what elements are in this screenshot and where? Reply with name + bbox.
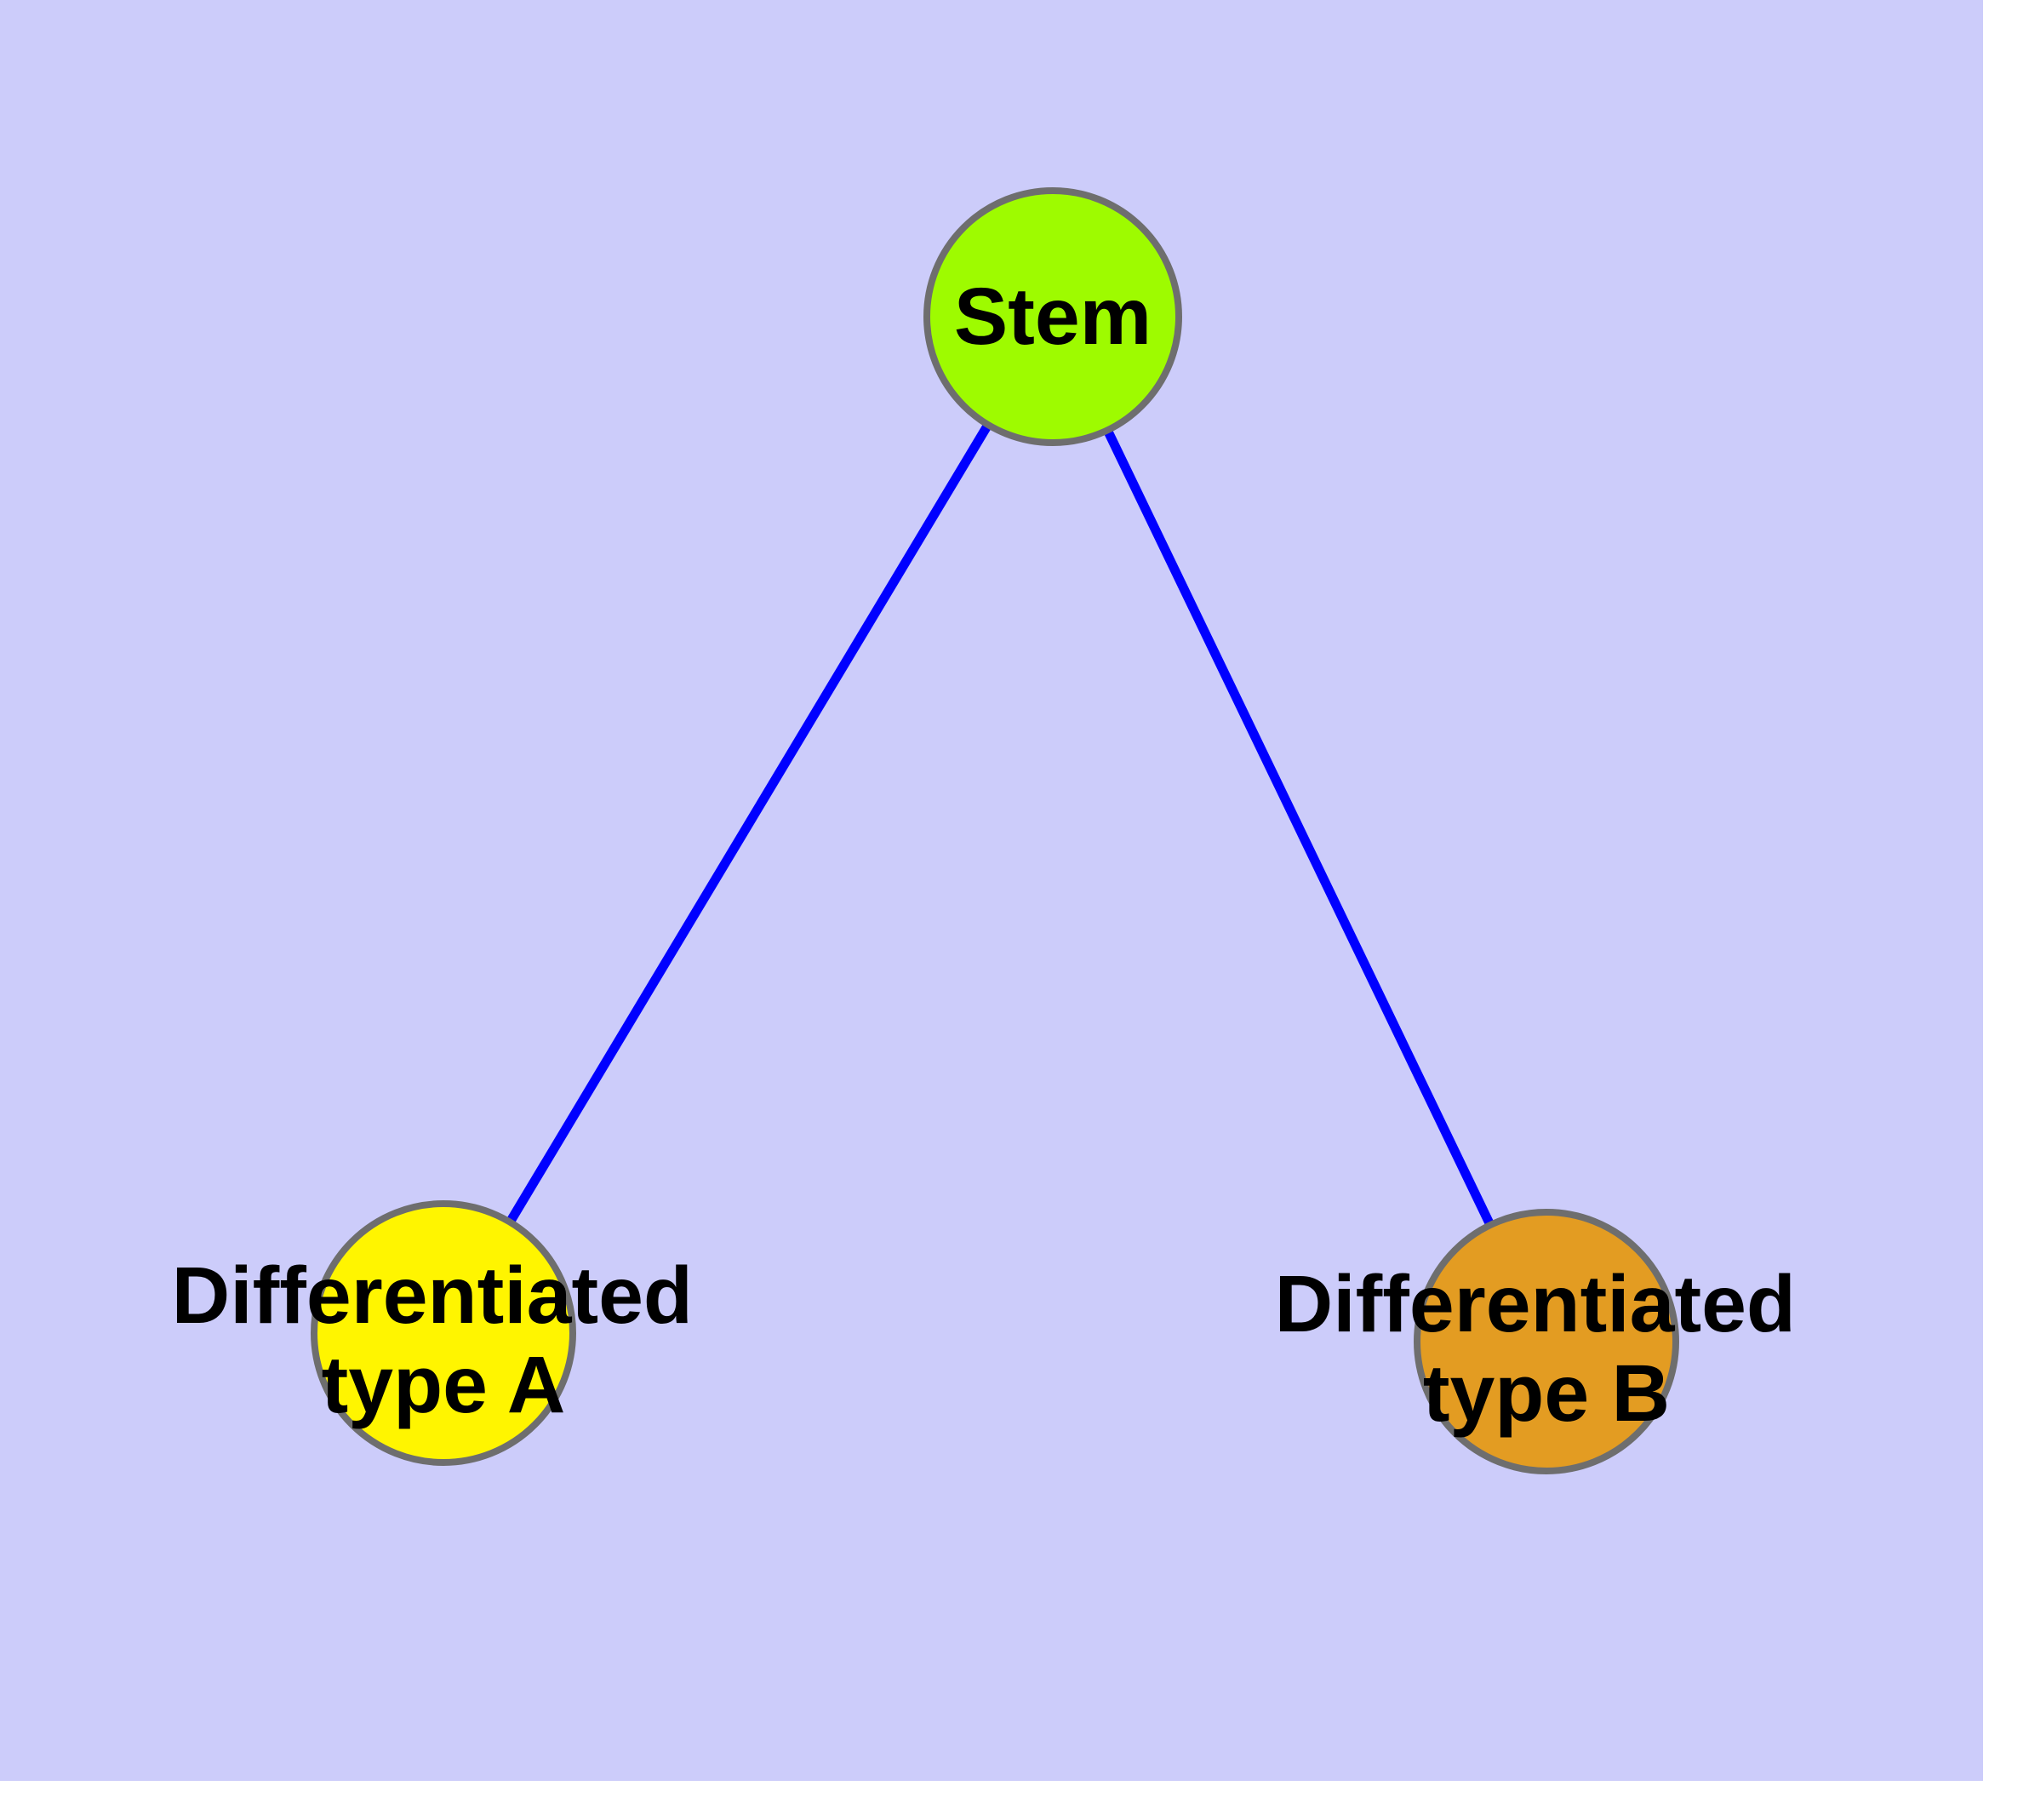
edge-stem-to-differentiated-type-b[interactable] xyxy=(1049,314,1551,1344)
node-stem[interactable] xyxy=(923,187,1182,446)
node-label-differentiated-type-a: Differentiated type A xyxy=(172,1251,716,1430)
node-label-differentiated-type-b: Differentiated type B xyxy=(1275,1259,1819,1439)
node-differentiated-type-b[interactable] xyxy=(1414,1209,1679,1474)
edge-stem-to-differentiated-type-a[interactable] xyxy=(439,314,1057,1336)
node-label-stem: Stem xyxy=(954,272,1152,362)
edge-layer xyxy=(439,314,1551,1344)
node-differentiated-type-a[interactable] xyxy=(311,1200,576,1466)
node-layer xyxy=(311,187,1679,1474)
label-layer: Stem Differentiated type A Differentiate… xyxy=(172,272,1819,1439)
